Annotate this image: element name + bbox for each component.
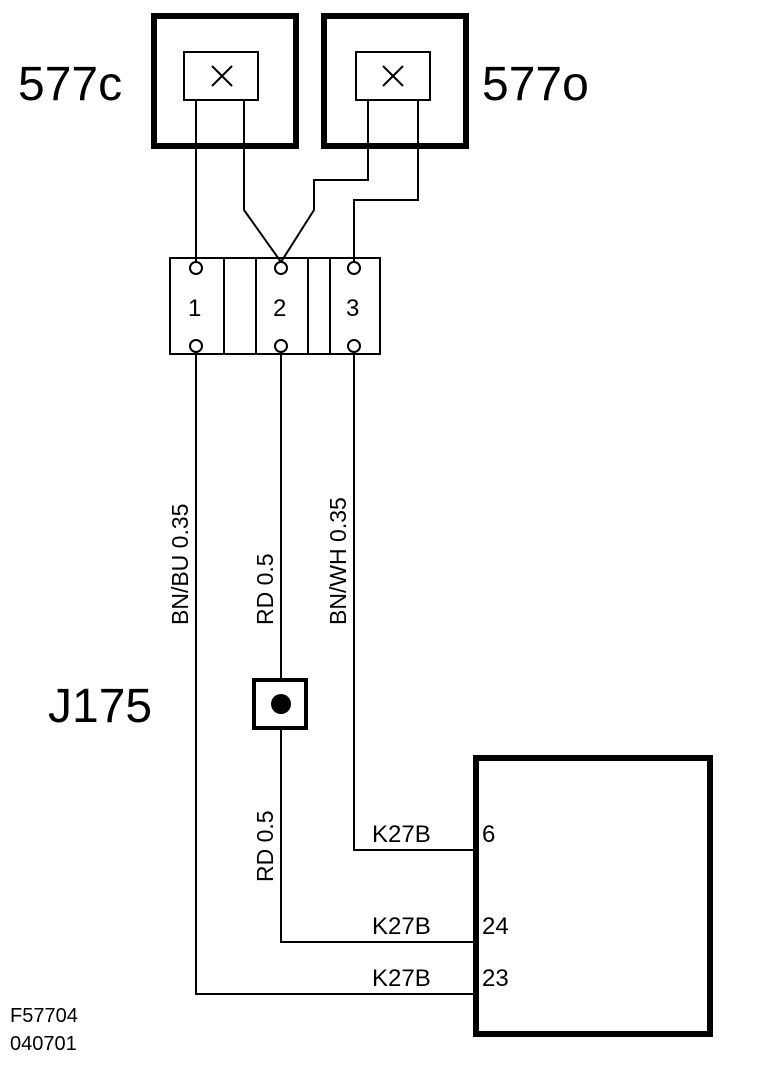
- module-connector-label-1: K27B: [372, 821, 431, 848]
- wire-pin3-to-module-6: [353, 352, 478, 851]
- splice-j175: [252, 678, 308, 730]
- pin1-top-terminal: [189, 261, 203, 275]
- wire-label-bn-wh: BN/WH 0.35: [325, 497, 351, 625]
- connector-pin-3: 3: [346, 295, 359, 322]
- splice-housing: [252, 678, 308, 730]
- switch-577c-contact: [183, 51, 259, 101]
- switch-577o-label: 577o: [482, 58, 589, 111]
- main-harness: [195, 352, 478, 995]
- wire-label-rd-lower: RD 0.5: [252, 810, 278, 882]
- wire-label-bn-bu: BN/BU 0.35: [167, 504, 193, 625]
- connector-housing: [169, 257, 381, 355]
- date-code: 040701: [10, 1033, 77, 1055]
- switch-577o-contact: [355, 51, 431, 101]
- module-connector-label-2: K27B: [372, 913, 431, 940]
- pin3-bottom-terminal: [347, 339, 361, 353]
- splice-point-icon: [271, 694, 291, 714]
- connector-block: 1 2 3: [169, 257, 381, 355]
- figure-id: F57704: [10, 1005, 78, 1027]
- connector-pin-2: 2: [273, 295, 286, 322]
- module-pin-23: 23: [482, 965, 509, 992]
- module-pin-24: 24: [482, 913, 509, 940]
- switch-577c-housing: [151, 13, 299, 149]
- module-pin-6: 6: [482, 821, 495, 848]
- wire-splice-to-module-24: [280, 728, 478, 943]
- wire-577c-to-pin2: [243, 100, 282, 263]
- wire-label-rd-upper: RD 0.5: [252, 553, 278, 625]
- wire-577o-to-pin2: [280, 100, 369, 263]
- connector-pin-1: 1: [188, 295, 201, 322]
- pin2-top-terminal: [274, 261, 288, 275]
- pin3-top-terminal: [347, 261, 361, 275]
- cross-icon: [382, 65, 404, 87]
- pin2-bottom-terminal: [274, 339, 288, 353]
- pin1-bottom-terminal: [189, 339, 203, 353]
- switch-harness: [195, 100, 419, 263]
- wire-577o-to-pin3: [353, 100, 419, 262]
- wire-pin1-to-module-23: [195, 352, 478, 995]
- switch-577c-label: 577c: [18, 58, 122, 111]
- module-connector-label-3: K27B: [372, 965, 431, 992]
- switch-577c: [151, 13, 299, 149]
- cross-icon: [211, 65, 233, 87]
- splice-label: J175: [48, 680, 152, 733]
- switch-577o-housing: [321, 13, 469, 149]
- switch-577o: [321, 13, 469, 149]
- control-module: [473, 755, 713, 1037]
